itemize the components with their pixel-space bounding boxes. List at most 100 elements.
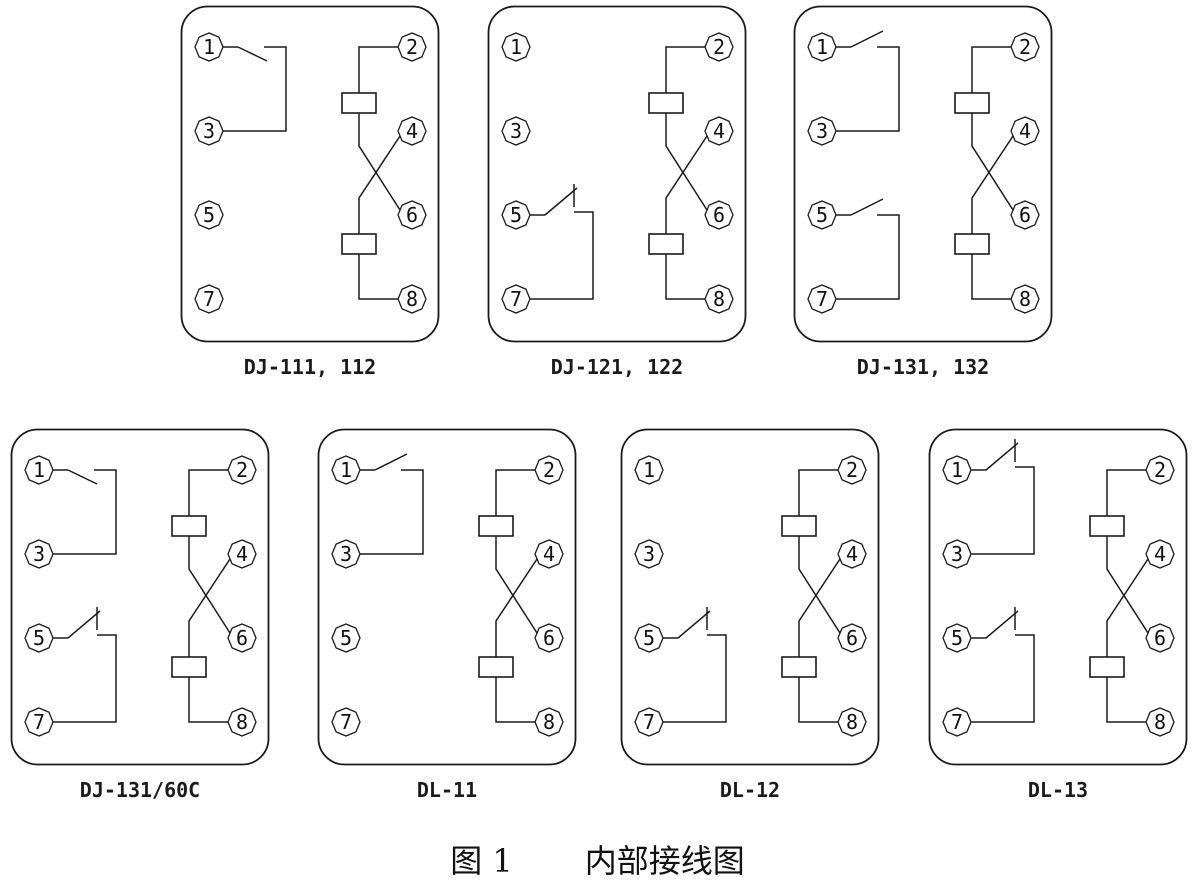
- terminal-4-octagon: [397, 116, 427, 146]
- enclosure-border: [487, 5, 747, 343]
- upper-coil: [954, 92, 990, 114]
- lower-contact-blade: [850, 198, 884, 216]
- coil-circuit: [1106, 469, 1149, 723]
- terminal-1-octagon: [634, 455, 664, 485]
- terminal-2-octagon: [704, 32, 734, 62]
- coil-circuit: [971, 46, 1014, 300]
- terminal-8-octagon: [1145, 707, 1175, 737]
- upper-contact-fixed-wire: [223, 46, 287, 132]
- wire-lower-coil-to-t8: [665, 254, 705, 300]
- lower-contact-closed-up: [663, 607, 727, 723]
- terminal-5-number: 5: [33, 626, 45, 650]
- terminal-7-octagon: [942, 707, 972, 737]
- terminal-5: 5: [194, 200, 224, 230]
- terminal-1-number: 1: [203, 35, 215, 59]
- terminal-1-number: 1: [33, 458, 45, 482]
- terminal-8: 8: [704, 284, 734, 314]
- upper-contact-blade: [985, 442, 1019, 471]
- terminal-6-number: 6: [1019, 203, 1031, 227]
- upper-coil: [1089, 515, 1125, 537]
- wire-upper-coil-to-t6: [798, 536, 841, 634]
- terminal-4-number: 4: [236, 542, 248, 566]
- terminal-3: 3: [634, 539, 664, 569]
- terminal-7-number: 7: [340, 710, 352, 734]
- terminal-6-octagon: [837, 623, 867, 653]
- terminal-6-octagon: [227, 623, 257, 653]
- terminal-8: 8: [1010, 284, 1040, 314]
- terminal-6: 6: [397, 200, 427, 230]
- lower-coil: [341, 233, 377, 255]
- wire-t2-to-upper-coil: [971, 46, 1011, 93]
- terminal-3: 3: [942, 539, 972, 569]
- terminal-8: 8: [227, 707, 257, 737]
- lower-coil: [1089, 656, 1125, 678]
- terminal-3-number: 3: [816, 119, 828, 143]
- terminal-7-octagon: [807, 284, 837, 314]
- terminal-6-octagon: [1010, 200, 1040, 230]
- terminal-6-number: 6: [1154, 626, 1166, 650]
- terminal-5-number: 5: [951, 626, 963, 650]
- terminal-2-octagon: [1010, 32, 1040, 62]
- terminal-6-number: 6: [543, 626, 555, 650]
- upper-contact-fixed-wire: [971, 466, 1035, 555]
- wire-lower-coil-to-t8: [358, 254, 398, 300]
- terminal-3: 3: [194, 116, 224, 146]
- terminal-6-octagon: [704, 200, 734, 230]
- terminal-7-number: 7: [816, 287, 828, 311]
- terminal-4: 4: [704, 116, 734, 146]
- wire-upper-coil-to-t6: [1106, 536, 1149, 634]
- terminal-4: 4: [227, 539, 257, 569]
- wire-t2-to-upper-coil: [358, 46, 398, 93]
- terminal-3: 3: [24, 539, 54, 569]
- terminal-1: 1: [194, 32, 224, 62]
- lower-contact-blade: [985, 610, 1019, 639]
- terminal-7-number: 7: [33, 710, 45, 734]
- terminal-8-number: 8: [713, 287, 725, 311]
- upper-coil: [781, 515, 817, 537]
- lower-contact-fixed-wire: [663, 634, 727, 723]
- diagram-label-dj-121-122: DJ-121, 122: [550, 355, 684, 379]
- terminal-1-number: 1: [951, 458, 963, 482]
- coil-circuit: [358, 46, 401, 300]
- upper-contact-fixed-wire: [836, 46, 900, 132]
- upper-contact-closed-up: [971, 439, 1035, 555]
- diagram-label-dj-131-132: DJ-131, 132: [856, 355, 990, 379]
- terminal-7-number: 7: [203, 287, 215, 311]
- terminal-2: 2: [837, 455, 867, 485]
- terminal-1-number: 1: [643, 458, 655, 482]
- terminal-7: 7: [194, 284, 224, 314]
- terminal-6: 6: [227, 623, 257, 653]
- lower-contact-fixed-wire: [836, 214, 900, 300]
- wire-upper-coil-to-t6: [971, 113, 1014, 211]
- upper-contact-fixed-wire: [53, 469, 117, 555]
- terminal-3-number: 3: [33, 542, 45, 566]
- terminal-5-octagon: [634, 623, 664, 653]
- terminal-8-octagon: [704, 284, 734, 314]
- terminal-1: 1: [942, 455, 972, 485]
- coil-circuit: [798, 469, 841, 723]
- lower-coil: [954, 233, 990, 255]
- wire-t4-to-lower-coil: [358, 135, 401, 234]
- terminal-3-octagon: [24, 539, 54, 569]
- upper-coil: [648, 92, 684, 114]
- wire-t4-to-lower-coil: [798, 558, 841, 657]
- terminal-4-octagon: [837, 539, 867, 569]
- terminal-1-octagon: [942, 455, 972, 485]
- terminal-4: 4: [534, 539, 564, 569]
- lower-contact-closed-up: [971, 607, 1035, 723]
- terminal-4: 4: [1145, 539, 1175, 569]
- lower-contact-blade: [677, 610, 711, 639]
- terminal-2-number: 2: [1019, 35, 1031, 59]
- terminal-8-number: 8: [543, 710, 555, 734]
- terminal-2-number: 2: [1154, 458, 1166, 482]
- terminal-2-octagon: [227, 455, 257, 485]
- terminal-7-octagon: [24, 707, 54, 737]
- wire-t4-to-lower-coil: [971, 135, 1014, 234]
- terminal-2-octagon: [1145, 455, 1175, 485]
- coil-circuit: [188, 469, 231, 723]
- coil-circuit: [665, 46, 708, 300]
- upper-coil: [171, 515, 207, 537]
